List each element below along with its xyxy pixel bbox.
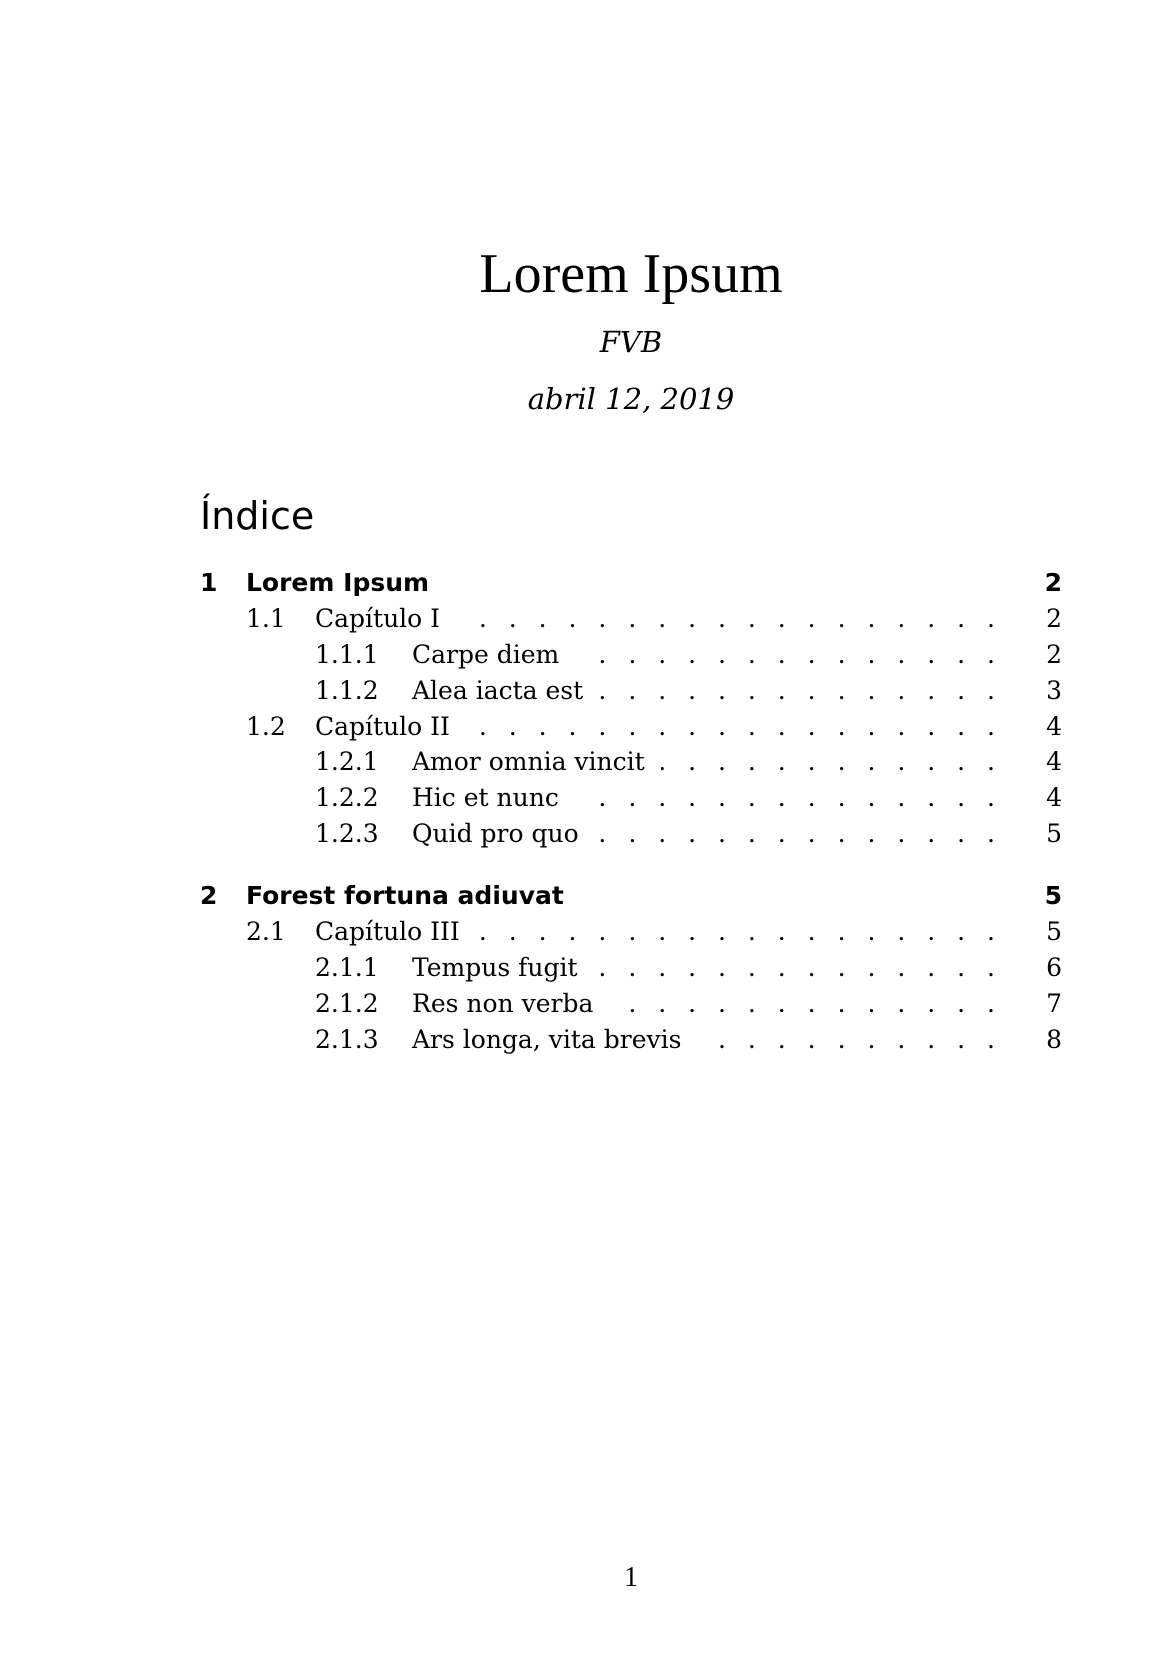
toc-entry[interactable]: 1.1.2 Alea iacta est . . . . . . . . . . .…	[200, 672, 1062, 710]
document-author: FVB	[599, 325, 663, 359]
toc-entry[interactable]: 1.2.3 Quid pro quo . . . . . . . . . . . .…	[200, 815, 1062, 853]
toc-entry-number: 1.1	[246, 604, 286, 633]
toc-entry-label: Hic et nunc	[412, 783, 559, 812]
toc-entry[interactable]: 1.1 Capítulo I . . . . . . . . . . . . . .…	[200, 600, 1062, 638]
toc-entry[interactable]: 1.2 Capítulo II . . . . . . . . . . . . . …	[200, 708, 1062, 746]
toc-dot-leader: . . . . . . . . . . . . . . . . . . . . …	[594, 953, 1002, 982]
toc-entry-page: 7	[1046, 989, 1062, 1018]
toc-entry-page: 2	[1046, 604, 1062, 633]
toc-entry[interactable]: 2.1.3 Ars longa, vita brevis . . . . . . .…	[200, 1021, 1062, 1059]
toc-entry[interactable]: 1.2.2 Hic et nunc . . . . . . . . . . . . …	[200, 779, 1062, 817]
toc-section-entry[interactable]: 2 Forest fortuna adiuvat 5	[200, 877, 1062, 915]
toc-entry-label: Capítulo III	[315, 917, 460, 946]
toc-entry-label: Ars longa, vita brevis	[412, 1025, 682, 1054]
toc-entry-number: 1.2.3	[315, 819, 379, 848]
toc-entry-label: Alea iacta est	[412, 676, 584, 705]
toc-entry-label: Amor omnia vincit	[412, 747, 645, 776]
toc-entry-page: 4	[1046, 783, 1062, 812]
toc-entry-label: Forest fortuna adiuvat	[246, 881, 564, 910]
toc-entry[interactable]: 1.2.1 Amor omnia vincit . . . . . . . . . …	[200, 743, 1062, 781]
toc-dot-leader: . . . . . . . . . . . . . . . . . . . . …	[476, 917, 1002, 946]
toc-entry-number: 1.2.2	[315, 783, 379, 812]
toc-dot-leader: . . . . . . . . . . . . . . . . . . . . …	[697, 1025, 1002, 1054]
toc-entry-page: 4	[1046, 712, 1062, 741]
toc-entry-label: Quid pro quo	[412, 819, 579, 848]
toc-dot-leader: . . . . . . . . . . . . . . . . . . . . …	[661, 747, 1002, 776]
toc-entry-label: Res non verba	[412, 989, 594, 1018]
toc-section-entry[interactable]: 1 Lorem Ipsum 2	[200, 564, 1062, 602]
toc-entry-label: Capítulo II	[315, 712, 450, 741]
toc-dot-leader: . . . . . . . . . . . . . . . . . . . . …	[599, 676, 1002, 705]
toc-dot-leader: . . . . . . . . . . . . . . . . . . . . …	[456, 604, 1002, 633]
toc-heading: Índice	[200, 494, 315, 538]
toc-dot-leader: . . . . . . . . . . . . . . . . . . . . …	[575, 783, 1002, 812]
toc-entry-label: Lorem Ipsum	[246, 568, 430, 597]
toc-entry-number: 2.1.1	[315, 953, 379, 982]
toc-entry-page: 4	[1046, 747, 1062, 776]
toc-dot-leader: . . . . . . . . . . . . . . . . . . . . …	[609, 989, 1002, 1018]
toc-entry-page: 5	[1046, 819, 1062, 848]
toc-dot-leader: . . . . . . . . . . . . . . . . . . . . …	[575, 640, 1002, 669]
toc-entry-number: 2	[200, 881, 218, 910]
toc-dot-leader: . . . . . . . . . . . . . . . . . . . . …	[595, 819, 1002, 848]
toc-entry-number: 1.1.2	[315, 676, 379, 705]
toc-entry-number: 2.1.2	[315, 989, 379, 1018]
page-number: 1	[624, 1562, 638, 1593]
toc-entry-number: 2.1.3	[315, 1025, 379, 1054]
toc-entry-label: Capítulo I	[315, 604, 441, 633]
document-date: abril 12, 2019	[527, 382, 735, 416]
toc-entry-number: 1	[200, 568, 218, 597]
toc-entry-page: 5	[1046, 917, 1062, 946]
toc-entry-page: 2	[1046, 640, 1062, 669]
toc-entry-number: 1.2	[246, 712, 286, 741]
toc-entry-page: 8	[1046, 1025, 1062, 1054]
toc-entry-label: Tempus fugit	[412, 953, 578, 982]
toc-entry-page: 2	[1044, 568, 1062, 597]
toc-entry-page: 6	[1046, 953, 1062, 982]
toc-entry-number: 1.2.1	[315, 747, 379, 776]
toc-entry[interactable]: 2.1 Capítulo III . . . . . . . . . . . . .…	[200, 913, 1062, 951]
toc-entry[interactable]: 2.1.1 Tempus fugit . . . . . . . . . . . .…	[200, 949, 1062, 987]
toc-entry-label: Carpe diem	[412, 640, 560, 669]
toc-entry-number: 1.1.1	[315, 640, 379, 669]
toc-entry-page: 3	[1046, 676, 1062, 705]
document-title: Lorem Ipsum	[479, 243, 783, 305]
toc-dot-leader: . . . . . . . . . . . . . . . . . . . . …	[466, 712, 1002, 741]
toc-entry[interactable]: 2.1.2 Res non verba . . . . . . . . . . . …	[200, 985, 1062, 1023]
toc-entry-page: 5	[1044, 881, 1062, 910]
toc-entry-number: 2.1	[246, 917, 286, 946]
toc-entry[interactable]: 1.1.1 Carpe diem . . . . . . . . . . . . .…	[200, 636, 1062, 674]
